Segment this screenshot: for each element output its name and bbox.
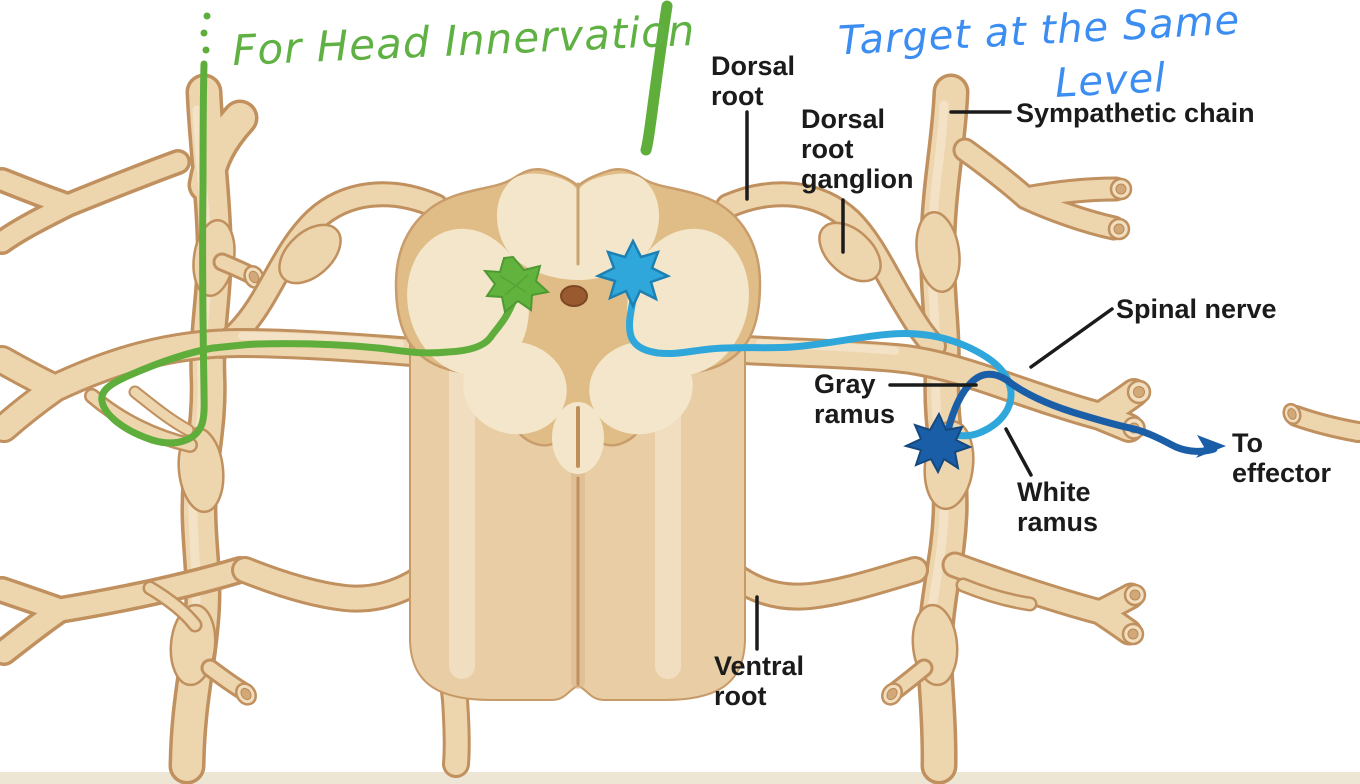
left-sympathetic-network <box>0 73 471 784</box>
blue-sympathetic-pathway <box>594 238 1226 475</box>
leader-lines <box>745 110 1114 651</box>
spinal-cord <box>394 168 762 701</box>
to-effector-arrowhead <box>1196 435 1226 458</box>
left-dorsal-root <box>209 181 449 359</box>
green-marker-stroke <box>640 0 673 156</box>
dorsal-root-ganglion-shape <box>818 221 882 283</box>
right-sympathetic-network <box>698 73 1360 784</box>
label-dorsal-root-ganglion: Dorsal root ganglion <box>801 104 914 195</box>
central-canal <box>560 285 588 307</box>
label-to-effector: To effector <box>1232 428 1332 489</box>
white-ramus-leader <box>1004 427 1033 477</box>
label-ventral-root: Ventral root <box>714 651 805 712</box>
preganglionic-neuron-soma <box>594 238 672 309</box>
label-spinal-nerve: Spinal nerve <box>1116 294 1277 324</box>
green-head-innervation-pathway <box>98 0 673 447</box>
postganglionic-fiber <box>944 370 1218 455</box>
preganglionic-fiber <box>626 296 1015 440</box>
handwriting-target-same-level-line2: Level <box>1053 55 1168 107</box>
label-white-ramus: White ramus <box>1017 477 1099 538</box>
right-chain-ganglion <box>915 211 961 293</box>
label-gray-ramus: Gray ramus <box>814 369 896 430</box>
postganglionic-neuron-soma <box>903 411 973 475</box>
bottom-edge-band <box>0 772 1360 784</box>
label-dorsal-root: Dorsal root <box>711 51 796 112</box>
right-dorsal-root <box>715 181 947 359</box>
spinal-nerve-leader <box>1029 307 1114 369</box>
label-sympathetic-chain: Sympathetic chain <box>1016 98 1255 128</box>
